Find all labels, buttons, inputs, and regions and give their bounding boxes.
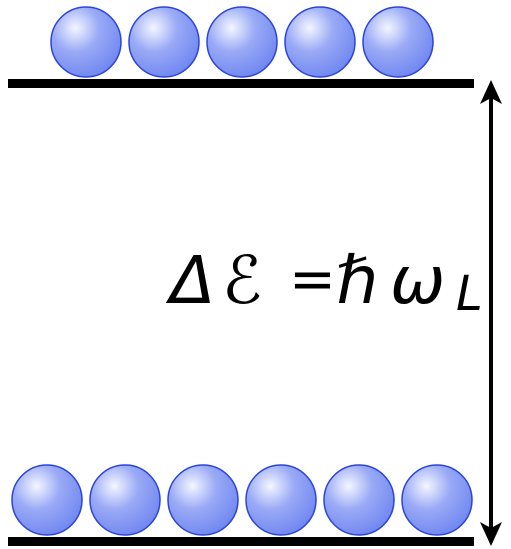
upper-particle-icon — [128, 6, 200, 78]
formula-energy-symbol: ℰ — [222, 242, 262, 319]
lower-particle-icon — [401, 464, 473, 536]
lower-particle-icon — [167, 464, 239, 536]
formula-omega: ω — [390, 242, 445, 319]
energy-gap-formula: Δ ℰ = ℏ ω L — [165, 242, 483, 322]
lower-particle-icon — [11, 464, 83, 536]
upper-particle-icon — [284, 6, 356, 78]
formula-delta: Δ — [165, 242, 215, 319]
lower-particle-icon — [323, 464, 395, 536]
upper-level — [8, 6, 474, 88]
arrow-head-up-icon — [480, 80, 502, 104]
formula-hbar: ℏ — [336, 242, 378, 319]
upper-level-line — [8, 79, 474, 88]
energy-gap-arrow — [480, 80, 502, 546]
formula-subscript: L — [456, 266, 483, 322]
upper-particle-icon — [362, 6, 434, 78]
upper-particle-group — [50, 6, 434, 78]
lower-particle-group — [11, 464, 473, 536]
lower-level — [8, 464, 474, 546]
lower-level-line — [8, 537, 474, 546]
formula-equals: = — [289, 247, 336, 312]
arrow-head-down-icon — [480, 522, 502, 546]
lower-particle-icon — [89, 464, 161, 536]
lower-particle-icon — [245, 464, 317, 536]
upper-particle-icon — [206, 6, 278, 78]
upper-particle-icon — [50, 6, 122, 78]
